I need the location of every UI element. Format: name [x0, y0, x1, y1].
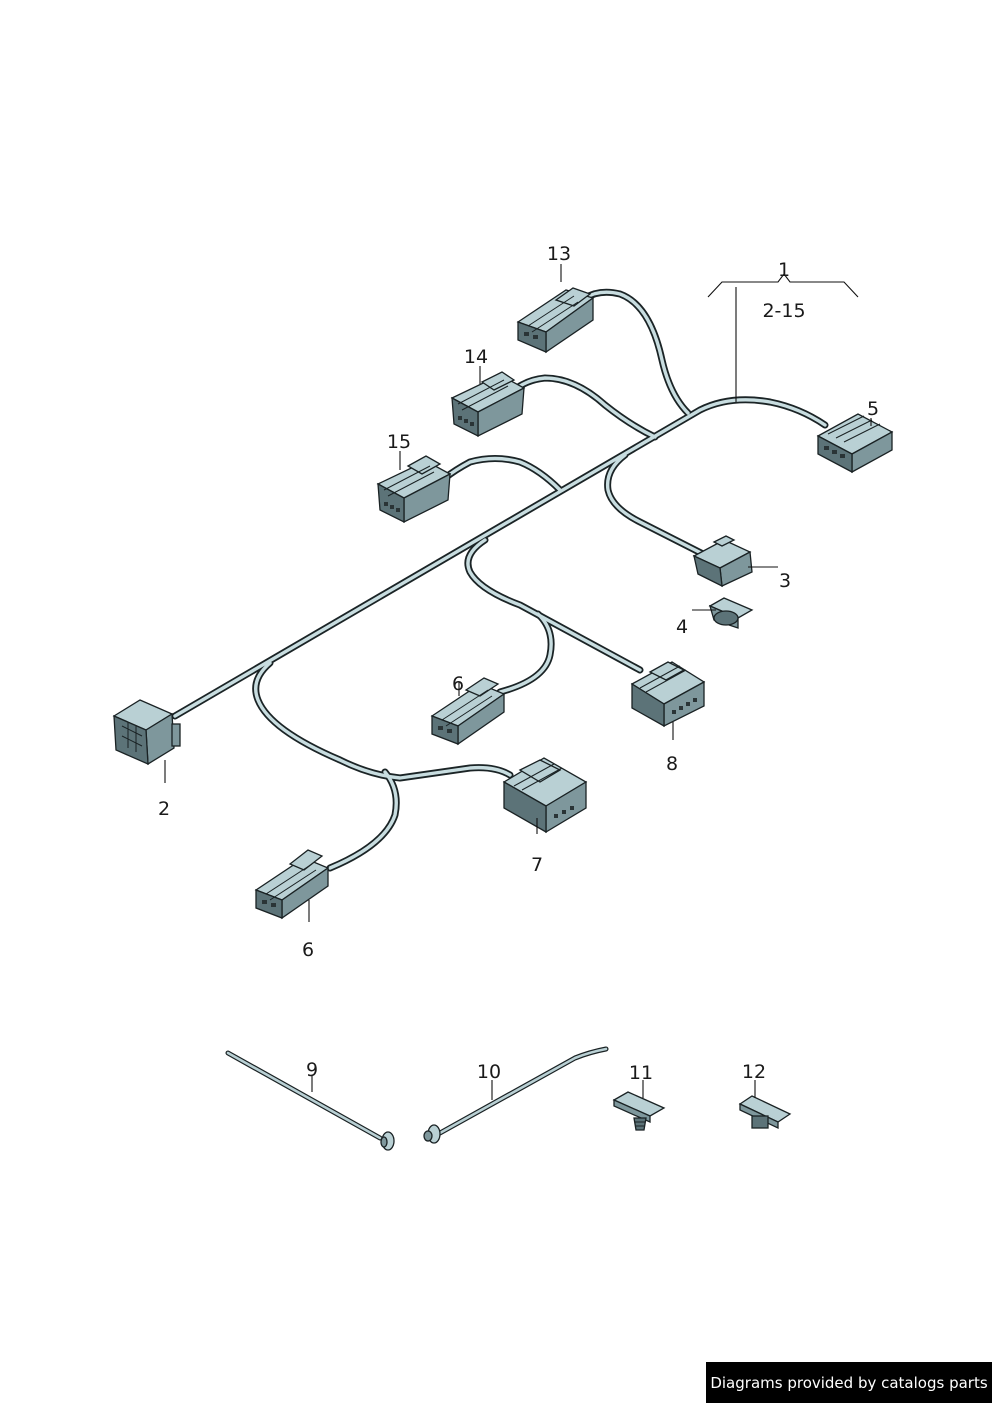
cable-core-segment: [583, 290, 690, 415]
connector-15: [376, 455, 452, 524]
callout-6-lower: 6: [302, 939, 314, 961]
callout-7: 7: [531, 854, 543, 876]
callout-3: 3: [779, 570, 791, 592]
callout-10: 10: [477, 1061, 501, 1083]
callout-labels: 1 2-15 13 14 15 5 3 4 6 8 2 7 6 9 10 11 …: [158, 243, 879, 1084]
cable-outline-segment: [496, 610, 555, 696]
callout-6-upper: 6: [452, 673, 464, 695]
callout-14: 14: [464, 346, 488, 368]
part-4-clip: [708, 597, 754, 629]
cable-core-segment: [443, 456, 562, 492]
callout-8: 8: [666, 753, 678, 775]
cable-outline-segment: [581, 288, 692, 417]
cable-core-segment: [254, 661, 512, 780]
connector-6-lower: [254, 849, 330, 920]
credit-text: Diagrams provided by catalogs parts: [710, 1373, 988, 1392]
callout-13: 13: [547, 243, 571, 265]
callout-9: 9: [306, 1059, 318, 1081]
cable-core-segment: [173, 398, 827, 718]
harness-cables: [171, 288, 829, 872]
connector-14: [450, 371, 526, 438]
part-9-cable-tie: [225, 1050, 395, 1151]
callout-12: 12: [742, 1061, 766, 1083]
connector-8: [630, 661, 706, 728]
cable-outline-segment: [508, 374, 659, 441]
connector-5: [816, 413, 894, 474]
connector-7: [502, 757, 588, 834]
cable-outline-segment: [604, 451, 709, 559]
callout-1: 1: [778, 259, 790, 281]
part-10-cable-tie: [423, 1046, 609, 1144]
credit-banner: Diagrams provided by catalogs parts: [706, 1362, 992, 1403]
connector-2: [112, 699, 181, 766]
leader-lines: [164, 264, 872, 1100]
cable-outline-segment: [326, 768, 400, 872]
callout-11: 11: [629, 1062, 653, 1084]
cable-core-segment: [605, 453, 707, 557]
callout-15: 15: [387, 431, 411, 453]
connector-6-upper: [430, 677, 506, 746]
cable-core: [173, 290, 827, 870]
callout-2: 2: [158, 798, 170, 820]
callout-1-range: 2-15: [762, 300, 805, 322]
cable-core-segment: [328, 770, 398, 870]
part-12-clip: [738, 1095, 792, 1130]
part-11-clip: [612, 1091, 666, 1131]
cable-core-segment: [498, 612, 553, 694]
cable-core-segment: [466, 538, 642, 672]
cable-core-segment: [510, 376, 657, 439]
callout-4: 4: [676, 616, 688, 638]
connector-13: [516, 287, 595, 354]
callout-5: 5: [867, 398, 879, 420]
connector-3: [692, 535, 753, 588]
